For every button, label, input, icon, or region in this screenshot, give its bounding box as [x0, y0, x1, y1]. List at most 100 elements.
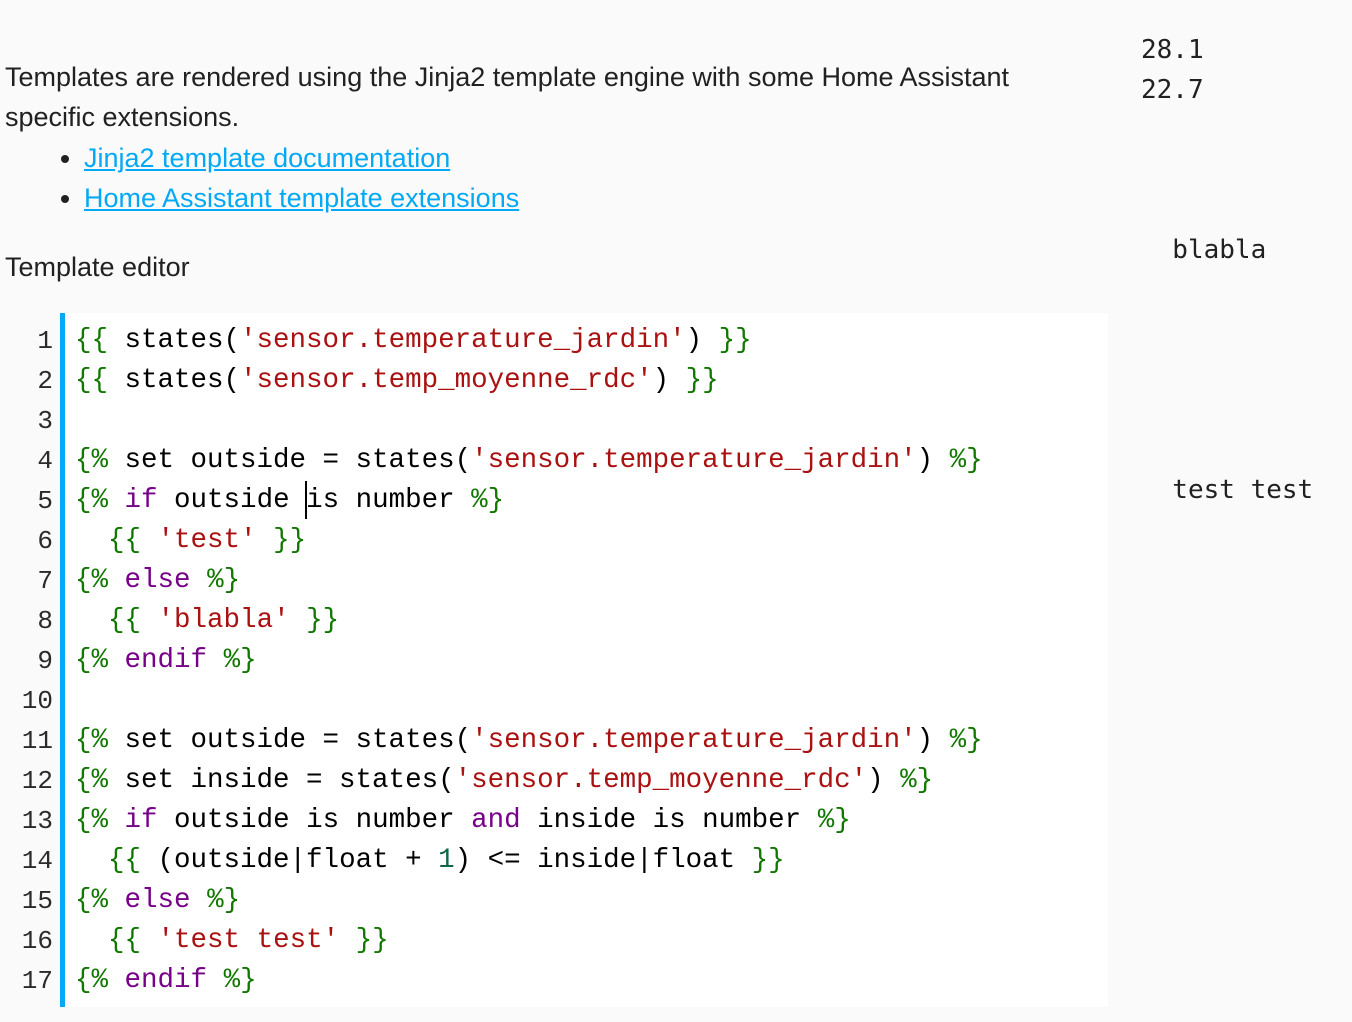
- code-line-7[interactable]: {% else %}: [75, 561, 1108, 601]
- code-token-tag: }}: [306, 605, 340, 636]
- code-token-plain: [207, 965, 224, 996]
- code-token-keyword: else: [124, 565, 191, 596]
- code-token-tag: {%: [75, 885, 109, 916]
- code-token-plain: [108, 645, 125, 676]
- code-token-tag: {{: [108, 925, 142, 956]
- code-token-plain: [75, 925, 108, 956]
- code-line-12[interactable]: {% set inside = states('sensor.temp_moye…: [75, 761, 1108, 801]
- code-token-tag: %}: [223, 965, 257, 996]
- code-token-plain: ): [685, 325, 719, 356]
- code-token-tag: %}: [900, 765, 934, 796]
- code-token-keyword: else: [124, 885, 191, 916]
- line-number: 16: [21, 926, 53, 956]
- line-number: 6: [37, 526, 53, 556]
- code-token-plain: is number: [306, 485, 472, 516]
- render-output: 28.1 22.7 blabla test test: [1141, 35, 1314, 505]
- code-token-plain: [75, 605, 108, 636]
- code-token-tag: {{: [108, 605, 142, 636]
- line-number: 10: [21, 686, 53, 716]
- code-token-tag: }}: [273, 525, 307, 556]
- doc-link-item-jinja2: Jinja2 template documentation: [84, 138, 519, 178]
- line-number: 12: [21, 766, 53, 796]
- code-line-1[interactable]: {{ states('sensor.temperature_jardin') }…: [75, 321, 1108, 361]
- code-line-9[interactable]: {% endif %}: [75, 641, 1108, 681]
- code-token-plain: (outside|float +: [141, 845, 439, 876]
- code-token-tag: %}: [949, 725, 983, 756]
- line-number: 2: [37, 366, 53, 396]
- code-line-4[interactable]: {% set outside = states('sensor.temperat…: [75, 441, 1108, 481]
- code-token-plain: states(: [108, 325, 241, 356]
- code-token-tag: {{: [108, 845, 142, 876]
- code-token-plain: ): [916, 725, 950, 756]
- code-token-plain: outside: [157, 485, 307, 516]
- code-token-tag: {{: [75, 325, 109, 356]
- line-number: 1: [37, 326, 53, 356]
- code-line-8[interactable]: {{ 'blabla' }}: [75, 601, 1108, 641]
- code-token-tag: %}: [207, 885, 241, 916]
- code-token-plain: [141, 925, 158, 956]
- ha-template-extensions-link[interactable]: Home Assistant template extensions: [84, 183, 520, 213]
- code-token-plain: ): [867, 765, 901, 796]
- line-number: 17: [21, 966, 53, 996]
- code-line-15[interactable]: {% else %}: [75, 881, 1108, 921]
- code-token-plain: [191, 885, 208, 916]
- code-token-plain: ): [652, 365, 686, 396]
- line-number: 13: [21, 806, 53, 836]
- code-token-string: 'test': [157, 525, 257, 556]
- code-token-keyword: and: [471, 805, 521, 836]
- template-editor-label: Template editor: [5, 252, 190, 282]
- line-number: 14: [21, 846, 53, 876]
- code-token-string: 'sensor.temp_moyenne_rdc': [240, 365, 653, 396]
- code-token-tag: {%: [75, 445, 109, 476]
- code-token-plain: set outside = states(: [108, 445, 472, 476]
- code-token-plain: [191, 565, 208, 596]
- intro-line-1: Templates are rendered using the Jinja2 …: [5, 62, 1010, 92]
- code-token-tag: {%: [75, 965, 109, 996]
- jinja2-documentation-link[interactable]: Jinja2 template documentation: [84, 143, 451, 173]
- code-line-11[interactable]: {% set outside = states('sensor.temperat…: [75, 721, 1108, 761]
- code-token-plain: set outside = states(: [108, 725, 472, 756]
- code-token-plain: set inside = states(: [108, 765, 455, 796]
- code-line-14[interactable]: {{ (outside|float + 1) <= inside|float }…: [75, 841, 1108, 881]
- code-token-plain: [141, 605, 158, 636]
- code-token-tag: {%: [75, 765, 109, 796]
- code-line-17[interactable]: {% endif %}: [75, 961, 1108, 1001]
- line-number: 15: [21, 886, 53, 916]
- line-number: 9: [37, 646, 53, 676]
- line-number: 11: [21, 726, 53, 756]
- code-token-string: 'sensor.temperature_jardin': [240, 325, 686, 356]
- code-token-tag: {%: [75, 805, 109, 836]
- code-token-tag: {%: [75, 485, 109, 516]
- code-line-2[interactable]: {{ states('sensor.temp_moyenne_rdc') }}: [75, 361, 1108, 401]
- code-token-string: 'blabla': [157, 605, 290, 636]
- code-token-tag: %}: [949, 445, 983, 476]
- code-line-3[interactable]: [75, 401, 1108, 441]
- code-token-plain: [75, 525, 108, 556]
- code-token-keyword: if: [124, 805, 158, 836]
- intro-paragraph: Templates are rendered using the Jinja2 …: [5, 57, 1009, 137]
- code-token-string: 'sensor.temp_moyenne_rdc': [454, 765, 868, 796]
- doc-link-item-ha-extensions: Home Assistant template extensions: [84, 178, 519, 218]
- code-line-6[interactable]: {{ 'test' }}: [75, 521, 1108, 561]
- code-token-plain: [108, 965, 125, 996]
- code-token-tag: }}: [685, 365, 719, 396]
- code-token-plain: [257, 525, 274, 556]
- code-token-tag: }}: [751, 845, 785, 876]
- code-token-string: 'sensor.temperature_jardin': [471, 725, 917, 756]
- code-token-tag: {%: [75, 645, 109, 676]
- code-token-number: 1: [438, 845, 455, 876]
- line-number: 7: [37, 566, 53, 596]
- code-token-plain: outside is number: [157, 805, 472, 836]
- code-line-5[interactable]: {% if outside is number %}: [75, 481, 1108, 521]
- line-number: 8: [37, 606, 53, 636]
- code-token-plain: [290, 605, 307, 636]
- code-line-16[interactable]: {{ 'test test' }}: [75, 921, 1108, 961]
- code-token-tag: {%: [75, 725, 109, 756]
- line-number: 5: [37, 486, 53, 516]
- code-token-plain: ): [916, 445, 950, 476]
- code-line-13[interactable]: {% if outside is number and inside is nu…: [75, 801, 1108, 841]
- code-lines[interactable]: {{ states('sensor.temperature_jardin') }…: [65, 313, 1108, 1007]
- code-line-10[interactable]: [75, 681, 1108, 721]
